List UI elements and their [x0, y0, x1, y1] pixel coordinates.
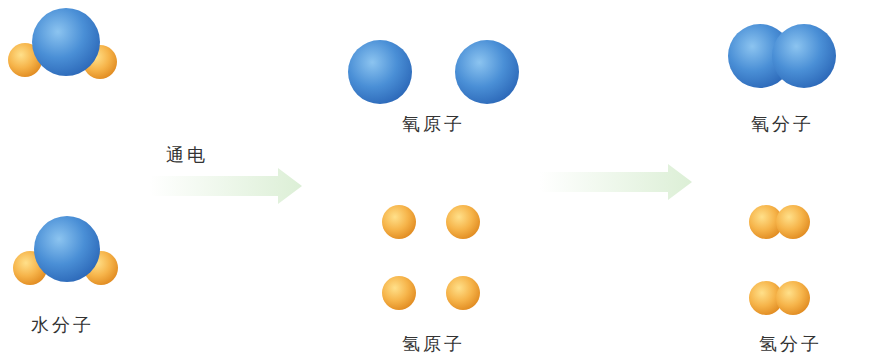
water-molecule — [13, 216, 118, 285]
reaction-arrow — [150, 168, 302, 204]
molecule-label: 水分子 — [31, 314, 94, 336]
hydrogen-molecule — [749, 205, 810, 239]
molecule-label: 氧分子 — [751, 113, 814, 135]
water-molecule — [8, 8, 117, 79]
hydrogen-atom — [446, 276, 480, 310]
oxygen-molecule — [728, 24, 836, 88]
hydrogen-atom — [382, 205, 416, 239]
molecule-label: 氢分子 — [759, 333, 822, 355]
atom-label: 氧原子 — [402, 113, 465, 135]
hydrogen-atom — [446, 205, 480, 239]
hydrogen-atom — [382, 276, 416, 310]
oxygen-atom — [348, 40, 412, 104]
oxygen-atom — [455, 40, 519, 104]
atom-label: 氢原子 — [402, 333, 465, 355]
hydrogen-molecule — [749, 281, 810, 315]
condition-label: 通电 — [166, 144, 208, 166]
reaction-arrow — [540, 164, 692, 200]
